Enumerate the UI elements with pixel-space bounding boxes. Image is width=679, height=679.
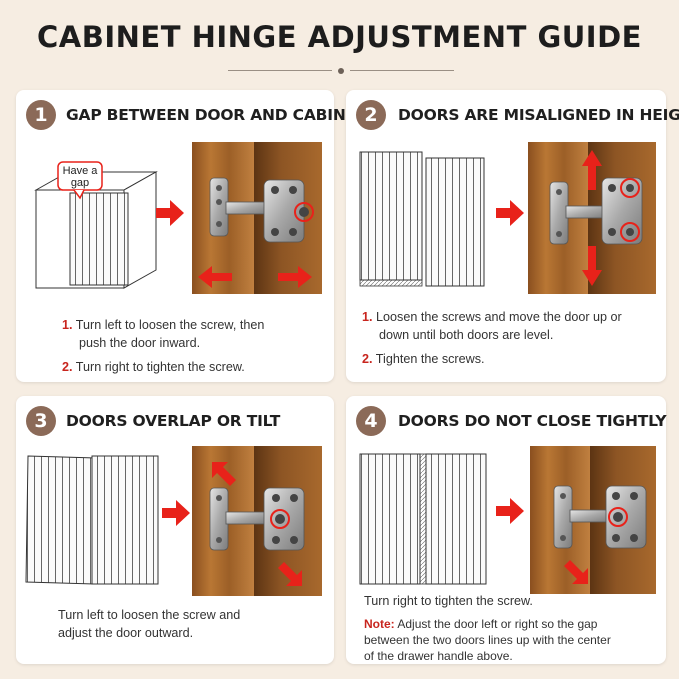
right-arrow-icon (156, 200, 184, 226)
misaligned-doors-illustration (359, 151, 485, 287)
panel-heading: GAP BETWEEN DOOR AND CABINET (66, 106, 367, 124)
step-number-badge: 4 (356, 406, 386, 436)
step-number-badge: 3 (26, 406, 56, 436)
step-text: Turn right to tighten the screw. (75, 360, 245, 374)
note-text-cont: of the drawer handle above. (364, 649, 513, 663)
title-divider-dot (338, 68, 344, 74)
step-text: Tighten the screws. (375, 352, 485, 366)
hinge-photo (192, 446, 322, 596)
panel-gap-between-door-and-cabinet: 1 GAP BETWEEN DOOR AND CABINET Have a ga… (16, 90, 367, 382)
step-number-badge: 2 (356, 100, 386, 130)
right-arrow-icon (496, 200, 524, 226)
title-divider-right (350, 70, 454, 71)
step-number: 2. (362, 352, 373, 366)
step-text-cont: down until both doors are level. (379, 328, 554, 342)
panel-heading: DOORS ARE MISALIGNED IN HEIGHT (398, 106, 679, 124)
panel-doors-do-not-close-tightly: 4 DOORS DO NOT CLOSE TIGHTLY Turn right … (346, 396, 667, 664)
step-text: Turn right to tighten the screw. (364, 594, 533, 608)
hinge-photo (192, 142, 322, 294)
closed-doors-illustration (359, 453, 487, 585)
step-text: Turn left to loosen the screw and (58, 608, 241, 622)
step-text: Loosen the screws and move the door up o… (376, 310, 622, 324)
note-text: Adjust the door left or right so the gap (394, 617, 598, 631)
steps-list: Turn left to loosen the screw and adjust… (58, 606, 328, 642)
step-text-cont: push the door inward. (79, 336, 201, 350)
steps-list: 1. Loosen the screws and move the door u… (362, 308, 658, 368)
panel-heading: DOORS OVERLAP OR TILT (66, 412, 281, 430)
right-arrow-icon (496, 498, 524, 524)
diagonal-down-arrow-icon (564, 560, 588, 584)
gap-callout (57, 161, 103, 200)
step-text: Turn left to loosen the screw, then (75, 318, 265, 332)
step-number: 1. (62, 318, 73, 332)
title-divider-left (228, 70, 332, 71)
step-number: 1. (362, 310, 373, 324)
cabinet-gap-illustration (34, 161, 158, 289)
up-down-arrow-icon (582, 150, 602, 286)
hinge-photo (528, 142, 656, 294)
steps-list: Turn right to tighten the screw. Note: A… (364, 592, 660, 664)
right-arrow-icon (162, 500, 190, 526)
tilted-doors-illustration (25, 455, 159, 585)
left-right-arrow-icon (198, 266, 312, 288)
step-text-cont: adjust the door outward. (58, 626, 194, 640)
note-label: Note: (364, 617, 395, 631)
panel-doors-overlap-or-tilt: 3 DOORS OVERLAP OR TILT Turn left to loo… (16, 396, 334, 664)
panel-doors-misaligned-in-height: 2 DOORS ARE MISALIGNED IN HEIGHT 1. L (346, 90, 679, 382)
note-text-cont: between the two doors lines up with the … (364, 633, 611, 647)
gap-callout-label: Have a gap (62, 165, 98, 189)
step-number: 2. (62, 360, 73, 374)
step-number-badge: 1 (26, 100, 56, 130)
hinge-photo (530, 446, 656, 594)
diagonal-arrow-icon (212, 462, 302, 586)
page-title: CABINET HINGE ADJUSTMENT GUIDE (37, 20, 642, 54)
steps-list: 1. Turn left to loosen the screw, then p… (62, 316, 332, 376)
panel-heading: DOORS DO NOT CLOSE TIGHTLY (398, 412, 667, 430)
